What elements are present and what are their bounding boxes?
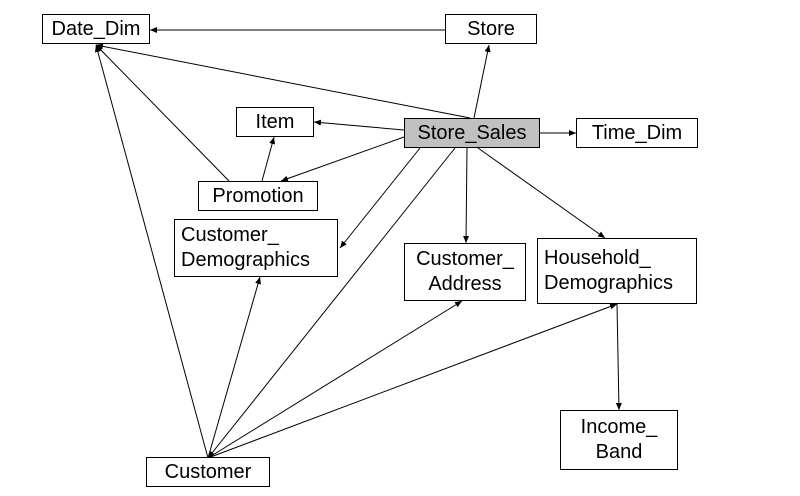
node-label: Time_Dim <box>591 121 683 144</box>
node-label-line-1: Customer_ <box>416 248 514 270</box>
edge-store-sales-to-customer <box>207 147 456 459</box>
table-store: Store <box>445 14 537 44</box>
edge-promotion-to-date-dim <box>95 44 230 182</box>
edge-store-sales-to-date-dim <box>95 43 471 119</box>
table-time-dim: Time_Dim <box>576 118 698 148</box>
node-label-line-2: Demographics <box>544 272 673 294</box>
table-household-demographics: Household_ Demographics <box>537 238 697 304</box>
node-label: Item <box>255 110 295 133</box>
node-label-line-1: Customer_ <box>181 224 279 246</box>
table-customer: Customer <box>146 457 270 487</box>
edge-store-sales-to-household-demographics <box>477 147 606 239</box>
edge-store-sales-to-store <box>473 44 491 119</box>
table-item: Item <box>236 107 314 137</box>
node-label-line-2: Demographics <box>181 249 310 271</box>
node-label: Promotion <box>212 184 304 207</box>
node-label: Store_Sales <box>417 121 527 144</box>
table-customer-demographics: Customer_ Demographics <box>174 219 338 277</box>
node-label: Date_Dim <box>51 17 141 40</box>
table-promotion: Promotion <box>198 181 318 211</box>
edge-customer-to-customer-address <box>207 300 463 459</box>
node-label-line-2: Address <box>428 273 502 295</box>
table-income-band: Income_ Band <box>560 410 678 470</box>
node-label-line-2: Band <box>595 441 643 463</box>
node-label-line-1: Income_ <box>580 416 658 438</box>
node-label: Customer <box>164 460 252 483</box>
edge-store-sales-to-promotion <box>280 136 405 182</box>
edge-store-sales-to-customer-demographics <box>339 147 421 249</box>
node-label: Store <box>467 17 515 40</box>
table-store-sales: Store_Sales <box>404 118 540 148</box>
edge-customer-to-customer-demographics <box>207 276 261 459</box>
edge-store-sales-to-customer-address <box>463 147 470 244</box>
table-date-dim: Date_Dim <box>42 14 150 44</box>
edge-store-sales-to-item <box>313 119 405 131</box>
edge-promotion-to-item <box>261 136 276 182</box>
node-label-line-1: Household_ <box>544 247 651 269</box>
edge-customer-to-date-dim <box>94 44 209 459</box>
table-customer-address: Customer_ Address <box>404 243 526 301</box>
edge-customer-to-household-demographics <box>207 303 618 459</box>
edge-household-demographics-to-income-band <box>615 303 622 411</box>
